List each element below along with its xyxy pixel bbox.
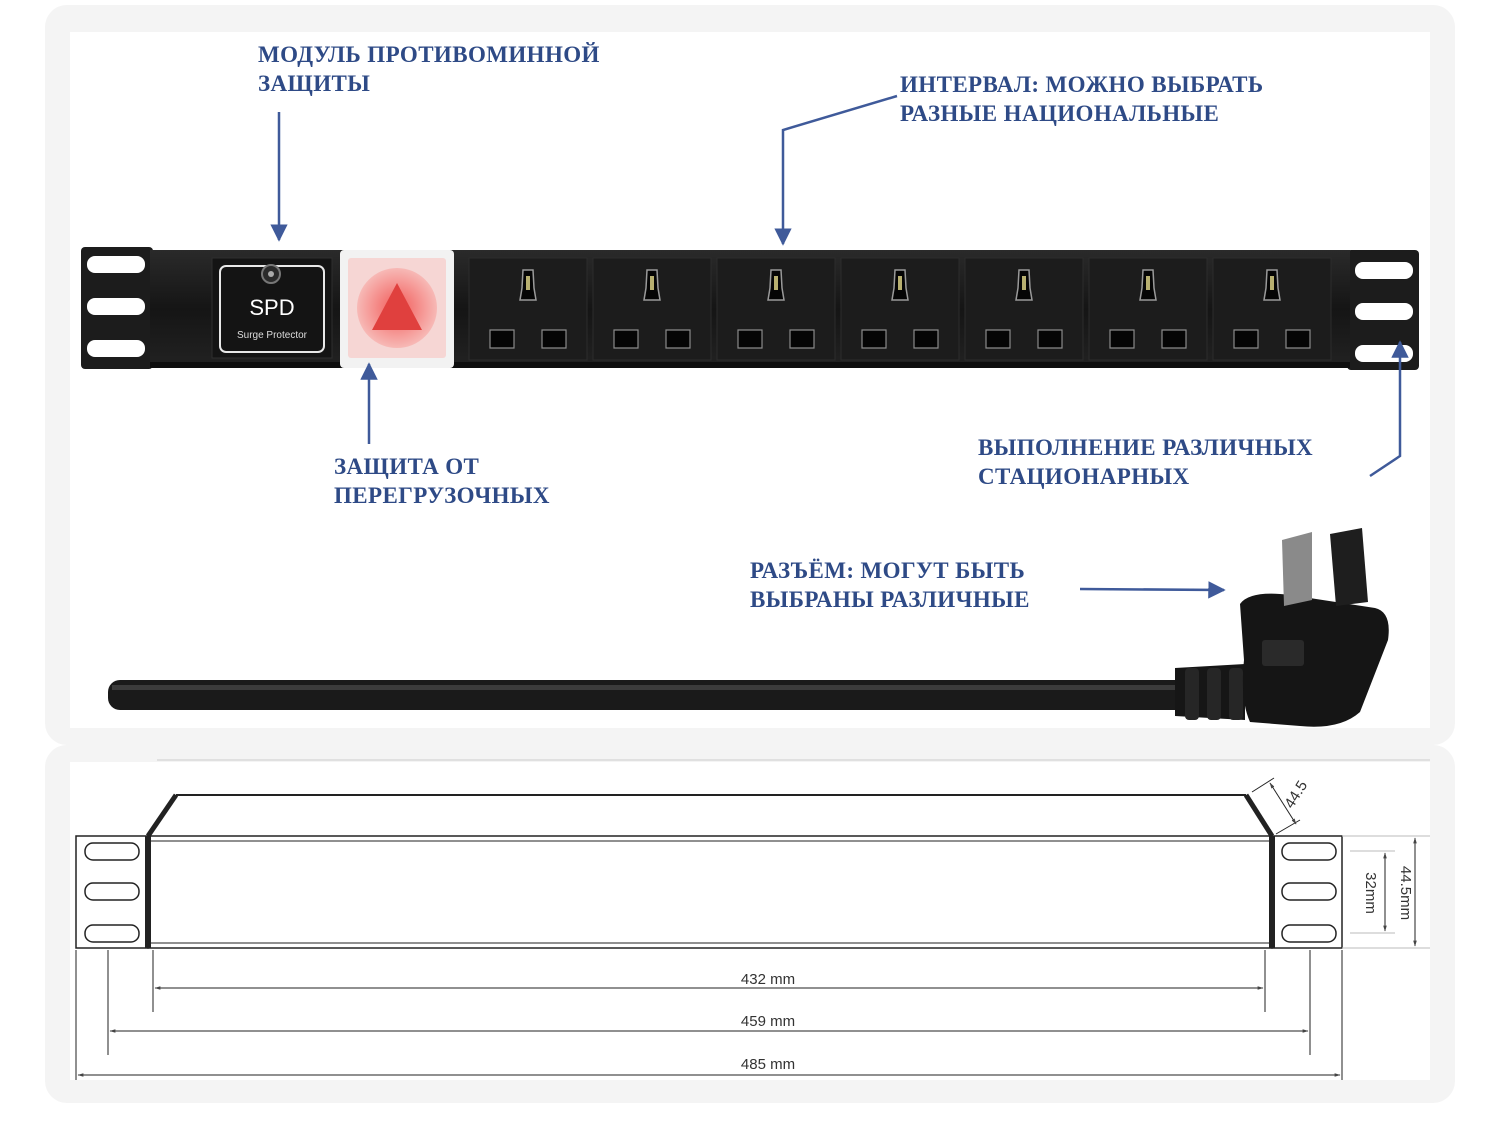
bottom-panel bbox=[70, 762, 1430, 1080]
callout-mounting-line2: СТАЦИОНАРНЫХ bbox=[978, 464, 1190, 489]
power-outlet bbox=[1212, 257, 1332, 361]
power-outlet bbox=[964, 257, 1084, 361]
power-outlet bbox=[716, 257, 836, 361]
arrow-mounting bbox=[1369, 340, 1409, 478]
callout-overload-line1: ЗАЩИТА ОТ bbox=[334, 454, 480, 479]
callout-connector-line1: РАЗЪЁМ: МОГУТ БЫТЬ bbox=[750, 558, 1026, 583]
warning-triangle-icon bbox=[372, 283, 422, 330]
power-outlet bbox=[592, 257, 712, 361]
callout-interval-line1: ИНТЕРВАЛ: МОЖНО ВЫБРАТЬ bbox=[900, 72, 1264, 97]
power-outlet bbox=[1088, 257, 1208, 361]
callout-overload: ЗАЩИТА ОТ ПЕРЕГРУЗОЧНЫХ bbox=[334, 452, 550, 510]
spd-title: SPD bbox=[249, 295, 294, 320]
callout-overload-line2: ПЕРЕГРУЗОЧНЫХ bbox=[334, 483, 550, 508]
callout-connector-line2: ВЫБРАНЫ РАЗЛИЧНЫЕ bbox=[750, 587, 1030, 612]
callout-surge-module: МОДУЛЬ ПРОТИВОМИННОЙ ЗАЩИТЫ bbox=[258, 40, 600, 98]
power-outlet bbox=[468, 257, 588, 361]
arrow-interval bbox=[774, 94, 898, 246]
top-panel bbox=[70, 32, 1430, 728]
callout-mounting: ВЫПОЛНЕНИЕ РАЗЛИЧНЫХ СТАЦИОНАРНЫХ bbox=[978, 433, 1313, 491]
pdu-illustration: SPD Surge Protector bbox=[81, 94, 1419, 727]
power-cord bbox=[108, 664, 1245, 720]
right-mounting-ear bbox=[1347, 250, 1419, 370]
spd-module: SPD Surge Protector bbox=[211, 257, 333, 359]
overload-switch[interactable] bbox=[340, 250, 454, 368]
callout-interval: ИНТЕРВАЛ: МОЖНО ВЫБРАТЬ РАЗНЫЕ НАЦИОНАЛЬ… bbox=[900, 70, 1263, 128]
callout-surge-module-line2: ЗАЩИТЫ bbox=[258, 71, 371, 96]
callout-mounting-line1: ВЫПОЛНЕНИЕ РАЗЛИЧНЫХ bbox=[978, 435, 1314, 460]
spd-subtitle: Surge Protector bbox=[237, 330, 308, 341]
callout-surge-module-line1: МОДУЛЬ ПРОТИВОМИННОЙ bbox=[258, 42, 600, 67]
left-mounting-ear bbox=[81, 247, 153, 369]
callout-connector: РАЗЪЁМ: МОГУТ БЫТЬ ВЫБРАНЫ РАЗЛИЧНЫЕ bbox=[750, 556, 1030, 614]
plug-connector bbox=[1240, 528, 1389, 727]
arrow-connector bbox=[1079, 581, 1226, 599]
power-outlet bbox=[840, 257, 960, 361]
outlet-row bbox=[468, 257, 1332, 361]
callout-interval-line2: РАЗНЫЕ НАЦИОНАЛЬНЫЕ bbox=[900, 101, 1220, 126]
